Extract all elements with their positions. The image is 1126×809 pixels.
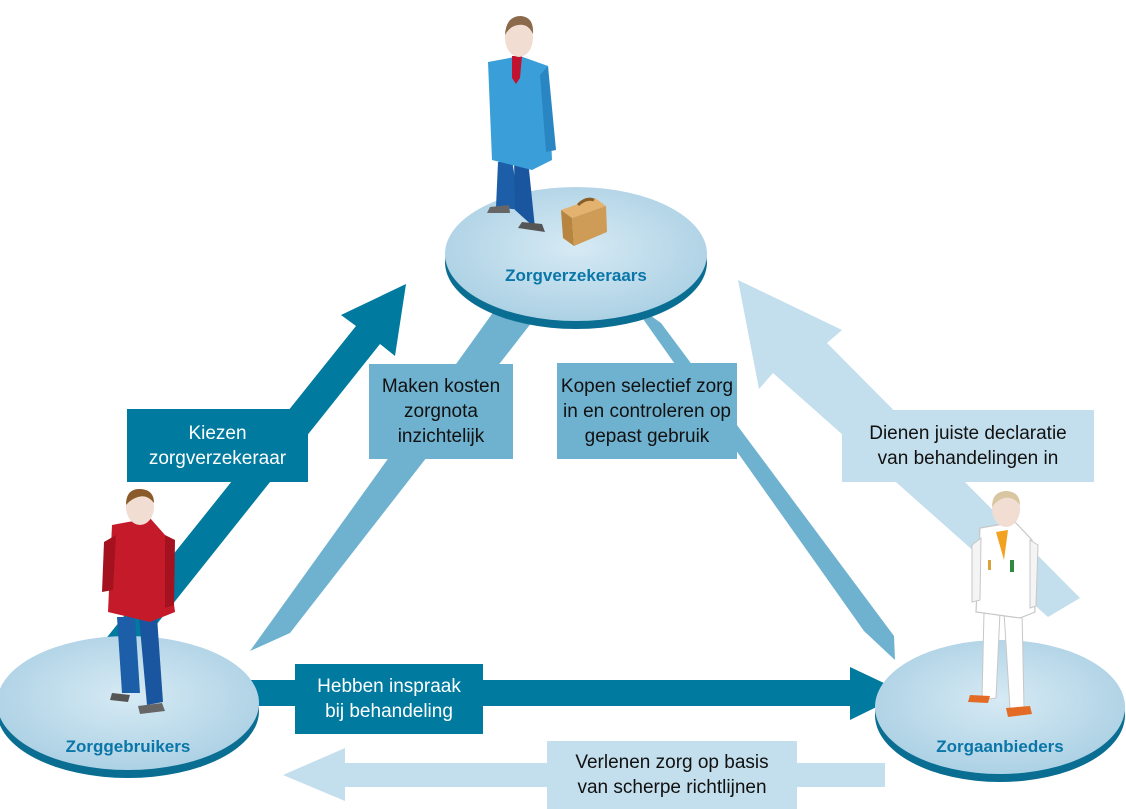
label-providers-to-insurers: Dienen juiste declaratie van behandeling… [842,410,1094,482]
platform-insurers [445,187,707,329]
platform-users [0,636,259,778]
platform-providers [875,640,1125,782]
label-providers-to-users: Verlenen zorg op basis van scherpe richt… [547,741,797,809]
label-users-to-providers: Hebben inspraak bij behandeling [295,664,483,734]
label-insurers-to-providers: Kopen selectief zorg in en controleren o… [557,363,737,459]
user-person-icon [102,488,175,714]
insurer-person-icon [487,16,556,232]
doctor-person-icon [968,491,1039,717]
label-users-to-insurers: Kiezen zorgverzekeraar [127,409,308,482]
node-label-users: Zorggebruikers [65,737,191,756]
node-label-insurers: Zorgverzekeraars [505,266,647,285]
briefcase-icon [561,197,607,246]
label-insurers-to-users: Maken kosten zorgnota inzichtelijk [369,364,513,459]
node-label-providers: Zorgaanbieders [936,737,1064,756]
